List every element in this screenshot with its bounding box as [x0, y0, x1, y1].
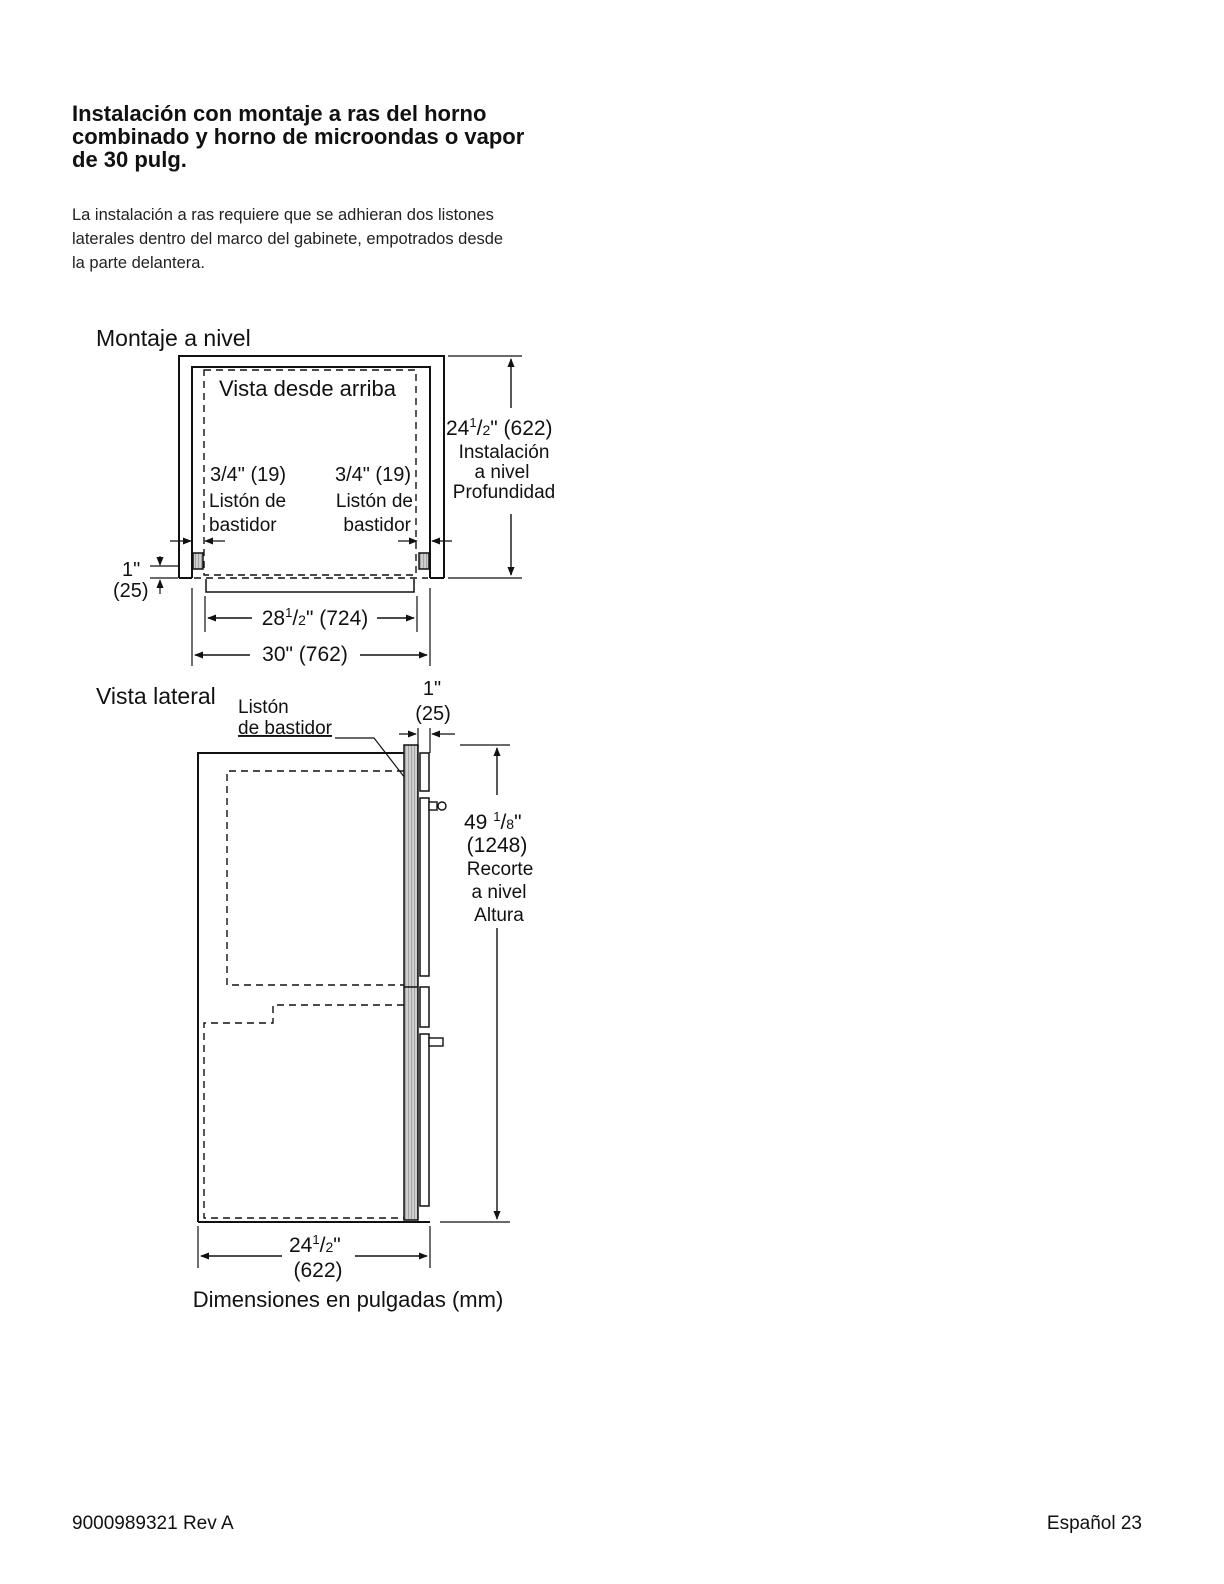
- handle-upper: [428, 801, 438, 811]
- depth-label-3: Profundidad: [453, 482, 555, 503]
- frame-strip-left: [192, 552, 204, 570]
- side-view-title: Vista lateral: [96, 683, 216, 709]
- footer-doc-number: 9000989321 Rev A: [72, 1513, 234, 1534]
- depth-value: 241/2" (622): [446, 415, 553, 440]
- depth-label-2: a nivel: [475, 462, 530, 483]
- heading-line-1: Instalación con montaje a ras del horno: [72, 101, 487, 126]
- height-mm: (1248): [467, 834, 528, 857]
- side-offset-mm: (25): [415, 703, 451, 725]
- strip-right-label-2: bastidor: [343, 515, 411, 536]
- offset-inches: 1": [122, 559, 140, 581]
- intro-line-2: laterales dentro del marco del gabinete,…: [72, 230, 504, 248]
- door-top-panel: [419, 752, 430, 792]
- side-depth-mm: (622): [293, 1259, 342, 1282]
- side-depth-value: 241/2": [289, 1232, 341, 1257]
- frame-strip-right: [418, 552, 430, 570]
- door-handle-top: [205, 579, 415, 593]
- side-view-diagram: Vista lateral Listón de bastidor 1" (25): [96, 678, 533, 1312]
- side-strip-label-1: Listón: [238, 697, 289, 718]
- strip-left-label-2: bastidor: [209, 515, 277, 536]
- footer-page-number: Español 23: [1046, 1513, 1142, 1534]
- dimensions-caption: Dimensiones en pulgadas (mm): [193, 1287, 504, 1312]
- top-view-diagram: Montaje a nivel Vista desde arriba 3/4" …: [96, 325, 555, 666]
- appliance-profile-dashed: [203, 770, 404, 1219]
- cabinet-side-outline: [197, 752, 404, 1222]
- strip-right-label-1: Listón de: [336, 491, 413, 512]
- top-view-subtitle: Vista desde arriba: [219, 376, 397, 401]
- cabinet-outline: [178, 355, 445, 578]
- appliance-outline-dashed: [203, 369, 417, 576]
- height-value: 49 1/8": [464, 809, 522, 834]
- outer-width-value: 30" (762): [262, 643, 348, 666]
- depth-label-1: Instalación: [459, 442, 550, 463]
- door-lower-panel: [419, 986, 430, 1028]
- strip-left-label-1: Listón de: [209, 491, 286, 512]
- height-label-1: Recorte: [467, 859, 534, 880]
- section-heading: Instalación con montaje a ras del horno …: [72, 102, 612, 171]
- height-label-3: Altura: [474, 905, 524, 926]
- heading-line-2: combinado y horno de microondas o vapor: [72, 124, 525, 149]
- height-label-2: a nivel: [472, 882, 527, 903]
- handle-lower: [428, 1037, 444, 1047]
- top-view-title: Montaje a nivel: [96, 325, 251, 351]
- side-offset-inches: 1": [423, 678, 441, 700]
- door-upper-oven: [419, 797, 430, 977]
- strip-right-size: 3/4" (19): [335, 464, 411, 486]
- strip-leader-line: [335, 737, 413, 788]
- handle-upper-knob: [437, 801, 447, 811]
- intro-paragraph: La instalación a ras requiere que se adh…: [72, 203, 612, 275]
- strip-left-size: 3/4" (19): [210, 464, 286, 486]
- door-lower-oven: [419, 1033, 430, 1207]
- offset-mm: (25): [113, 580, 149, 602]
- heading-line-3: de 30 pulg.: [72, 147, 187, 172]
- intro-line-3: la parte delantera.: [72, 254, 206, 272]
- side-strip-label-2: de bastidor: [238, 718, 333, 739]
- intro-line-1: La instalación a ras requiere que se adh…: [72, 206, 494, 224]
- frame-strip-side: [403, 744, 419, 1221]
- inner-width-value: 281/2" (724): [262, 605, 369, 630]
